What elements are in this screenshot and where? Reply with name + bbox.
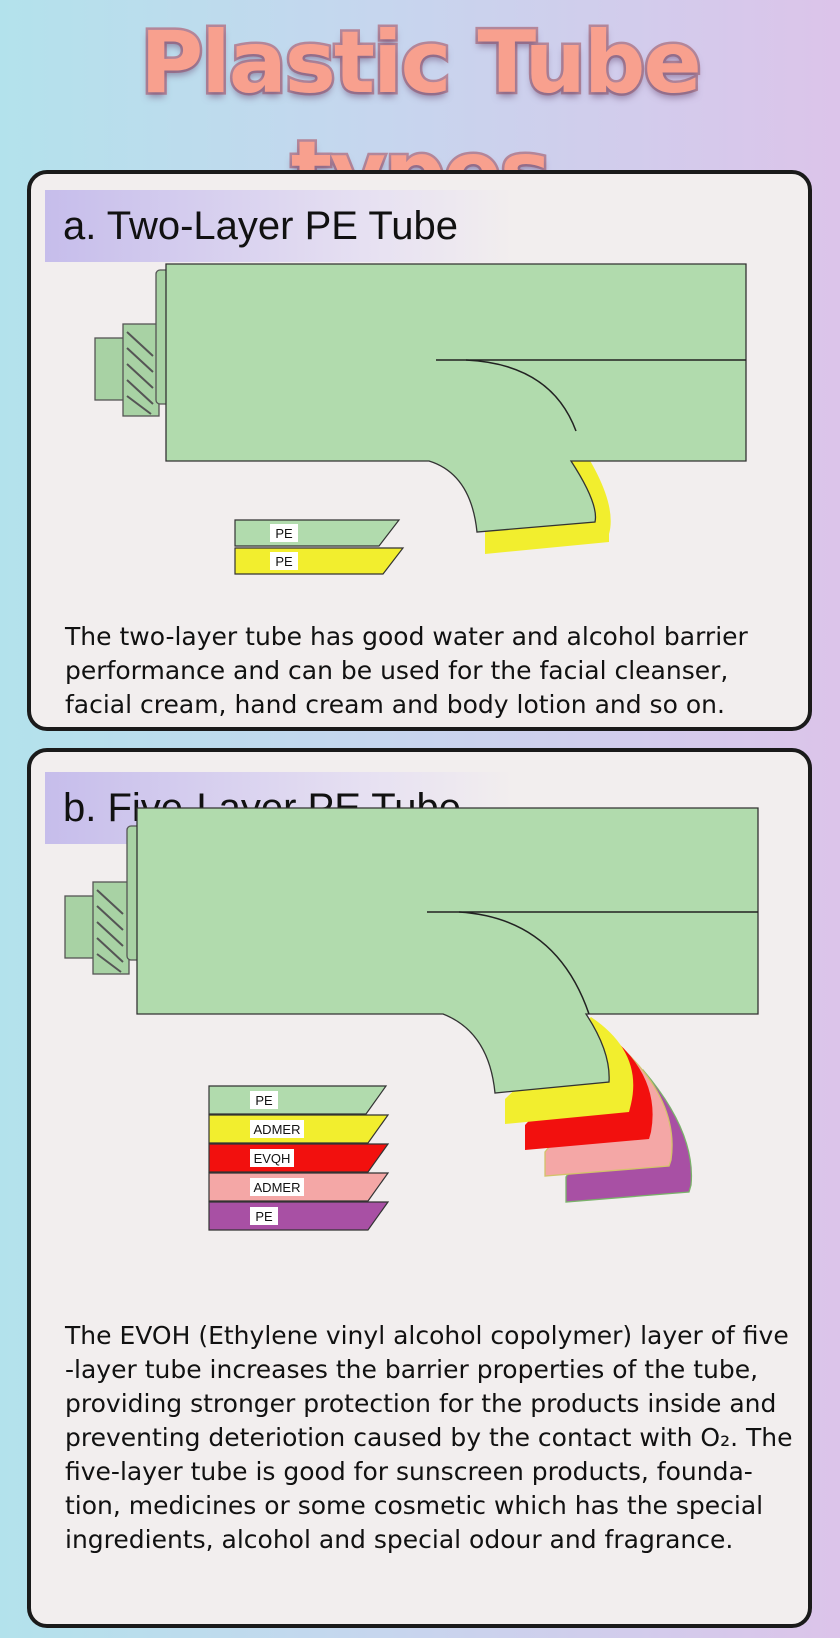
layer-label: ADMER <box>254 1180 301 1195</box>
tube-body <box>165 263 747 533</box>
tube-nozzle <box>94 269 171 417</box>
tube-body <box>136 807 759 1094</box>
section-description: The EVOH (Ethylene vinyl alcohol copolym… <box>65 1321 793 1554</box>
section-heading: a. Two-Layer PE Tube <box>45 190 515 262</box>
tube-nozzle <box>64 825 142 975</box>
legend-layer-5 <box>208 1201 390 1231</box>
layer-label: ADMER <box>254 1122 301 1137</box>
legend-layer-3 <box>208 1143 390 1173</box>
legend-layer-2 <box>234 547 405 575</box>
layer-legend: PE ADMER EVQH ADMER PE <box>208 1085 390 1231</box>
layer-label: EVQH <box>254 1151 291 1166</box>
five-layer-card: b. Five-Layer PE Tube PE <box>27 748 812 1628</box>
layer-legend: PE PE <box>234 519 405 575</box>
two-layer-tube-diagram: PE PE <box>94 263 747 575</box>
layer-label: PE <box>275 526 293 541</box>
two-layer-card: a. Two-Layer PE Tube PE PE The two-layer… <box>27 170 812 731</box>
section-description: The two-layer tube has good water and al… <box>65 622 748 719</box>
layer-label: PE <box>255 1209 273 1224</box>
legend-layer-1 <box>208 1085 388 1115</box>
legend-layer-1 <box>234 519 401 547</box>
layer-label: PE <box>255 1093 273 1108</box>
layer-label: PE <box>275 554 293 569</box>
five-layer-tube-diagram: PE ADMER EVQH ADMER PE <box>64 807 759 1231</box>
